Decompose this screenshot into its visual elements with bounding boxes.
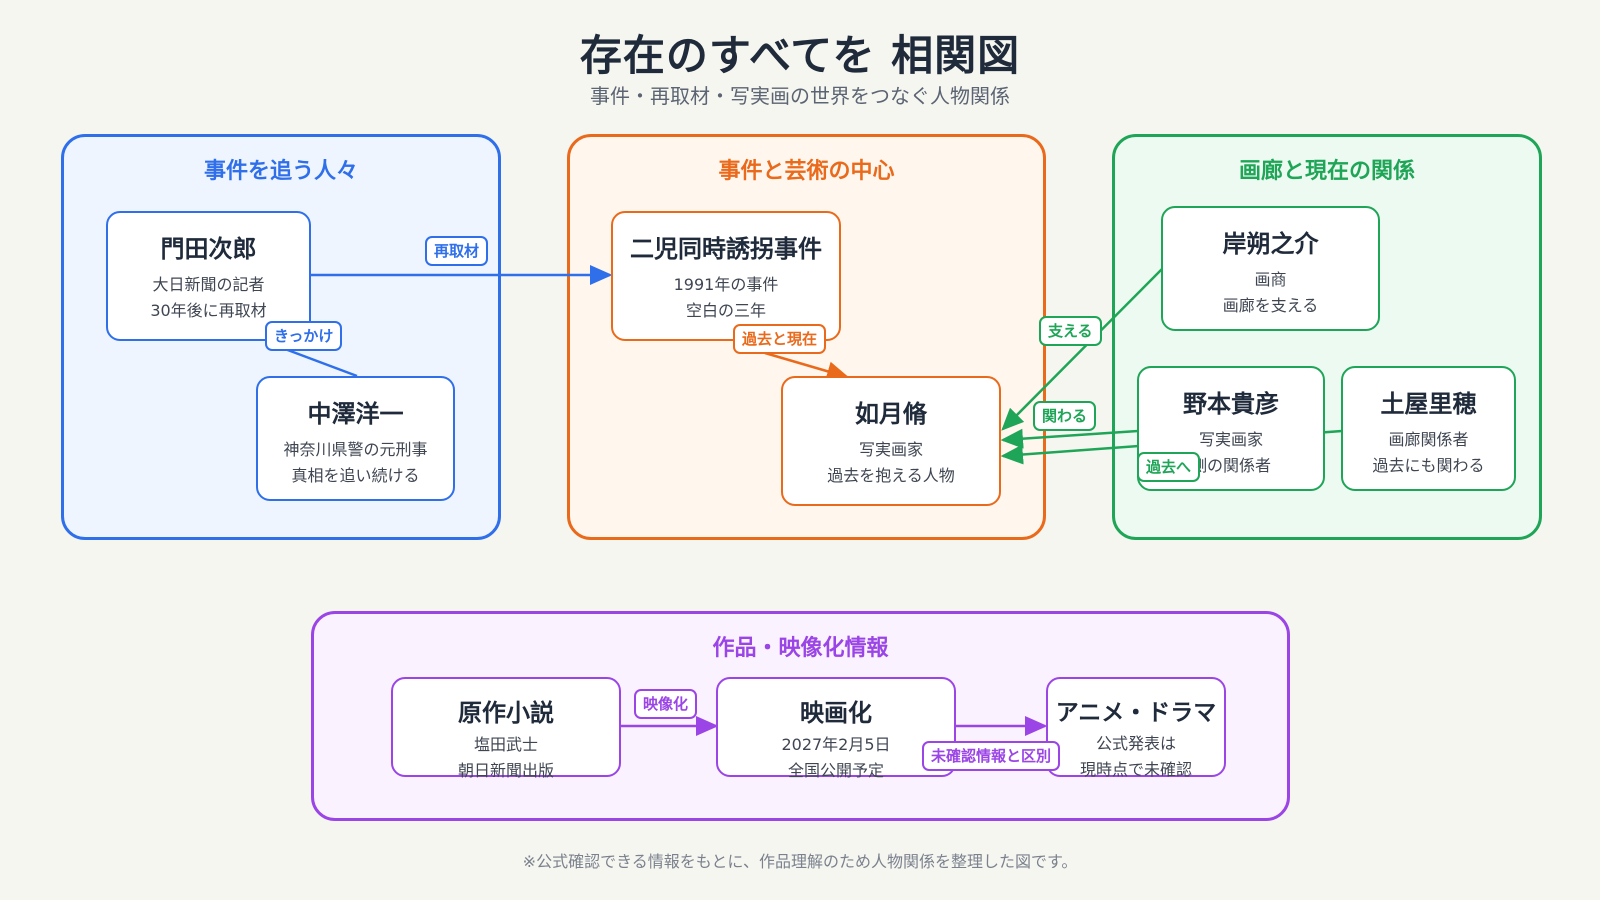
edge-label-reinterview: 再取材 <box>425 236 489 266</box>
page-title: 存在のすべてを 相関図 <box>579 31 1021 80</box>
node-novel: 原作小説 塩田武士 朝日新聞出版 <box>391 677 621 780</box>
node-tsuchiya-desc1: 画廊関係者 <box>1388 430 1469 449</box>
edge-incident-kisaragi <box>764 351 850 381</box>
edge-label-trigger: きっかけ <box>265 321 343 351</box>
group-title-gallery: 画廊と現在の関係 <box>1238 159 1415 184</box>
node-nomoto-desc: 写実画家 側の関係者 <box>1139 427 1323 479</box>
footnote: ※公式確認できる情報をもとに、作品理解のため人物関係を整理した図です。 <box>522 852 1078 871</box>
node-anime-desc1: 公式発表は <box>1095 734 1176 753</box>
node-kadota-desc1: 大日新聞の記者 <box>152 275 265 294</box>
node-nakazawa-desc1: 神奈川県警の元刑事 <box>283 440 428 459</box>
node-tsuchiya-desc2: 過去にも関わる <box>1372 456 1485 475</box>
node-kishi-desc: 画商 画廊を支える <box>1163 267 1378 319</box>
edge-label-past-present: 過去と現在 <box>733 324 827 354</box>
node-nomoto-desc1: 写実画家 <box>1198 430 1263 449</box>
node-incident: 二児同時誘拐事件 1991年の事件 空白の三年 <box>611 211 841 341</box>
node-film-desc2: 全国公開予定 <box>787 761 884 780</box>
group-title-works: 作品・映像化情報 <box>712 636 889 661</box>
node-nakazawa-desc2: 真相を追い続ける <box>291 466 420 485</box>
node-incident-name: 二児同時誘拐事件 <box>630 235 822 263</box>
node-anime-desc2: 現時点で未確認 <box>1079 760 1192 779</box>
node-incident-desc2: 空白の三年 <box>685 301 766 320</box>
edge-label-distinguish: 未確認情報と区別 <box>922 741 1061 771</box>
node-novel-desc2: 朝日新聞出版 <box>457 761 554 780</box>
node-kadota-name: 門田次郎 <box>160 235 257 263</box>
node-kadota-desc: 大日新聞の記者 30年後に再取材 <box>108 272 309 324</box>
node-kishi: 岸朔之介 画商 画廊を支える <box>1161 206 1380 331</box>
node-novel-name: 原作小説 <box>458 699 554 727</box>
group-title-center: 事件と芸術の中心 <box>718 159 895 184</box>
node-anime-name: アニメ・ドラマ <box>1055 700 1217 726</box>
edge-nomoto-kisaragi <box>1000 428 1139 449</box>
node-incident-desc: 1991年の事件 空白の三年 <box>613 272 839 324</box>
node-kishi-desc2: 画廊を支える <box>1222 296 1319 315</box>
node-film-name: 映画化 <box>800 699 872 727</box>
node-nakazawa: 中澤洋一 神奈川県警の元刑事 真相を追い続ける <box>256 376 455 501</box>
node-nomoto-name: 野本貴彦 <box>1183 390 1279 418</box>
node-kisaragi-desc2: 過去を抱える人物 <box>827 466 955 485</box>
node-anime-desc: 公式発表は 現時点で未確認 <box>1048 731 1224 783</box>
group-title-chasers: 事件を追う人々 <box>203 159 358 184</box>
node-novel-desc: 塩田武士 朝日新聞出版 <box>393 732 619 784</box>
node-kisaragi-desc1: 写実画家 <box>858 440 923 459</box>
node-film-desc1: 2027年2月5日 <box>781 735 891 754</box>
page-subtitle: 事件・再取材・写実画の世界をつなぐ人物関係 <box>590 84 1010 108</box>
edge-label-support: 支える <box>1039 316 1102 346</box>
node-kishi-name: 岸朔之介 <box>1222 230 1319 258</box>
edge-label-adaptation: 映像化 <box>634 689 698 719</box>
node-kisaragi-name: 如月脩 <box>855 400 927 428</box>
node-kishi-desc1: 画商 <box>1254 270 1287 289</box>
node-nakazawa-desc: 神奈川県警の元刑事 真相を追い続ける <box>258 437 453 489</box>
edge-label-involved: 関わる <box>1033 401 1097 431</box>
node-tsuchiya: 土屋里穂 画廊関係者 過去にも関わる <box>1341 366 1516 491</box>
node-film: 映画化 2027年2月5日 全国公開予定 <box>716 677 956 780</box>
node-kisaragi-desc: 写実画家 過去を抱える人物 <box>783 437 999 489</box>
node-kadota: 門田次郎 大日新聞の記者 30年後に再取材 <box>106 211 311 341</box>
node-tsuchiya-desc: 画廊関係者 過去にも関わる <box>1343 427 1514 479</box>
node-tsuchiya-name: 土屋里穂 <box>1380 390 1477 418</box>
node-nomoto-desc2: 側の関係者 <box>1190 456 1271 475</box>
node-anime: アニメ・ドラマ 公式発表は 現時点で未確認 <box>1046 677 1226 779</box>
edge-kadota-nakazawa <box>284 347 358 378</box>
edge-label-to-past: 過去へ <box>1137 452 1201 482</box>
node-film-desc: 2027年2月5日 全国公開予定 <box>718 732 954 784</box>
edge-kishi-kisaragi <box>1001 268 1163 431</box>
node-incident-desc1: 1991年の事件 <box>673 275 779 294</box>
node-kadota-desc2: 30年後に再取材 <box>150 301 267 320</box>
node-novel-desc1: 塩田武士 <box>473 735 538 754</box>
node-nakazawa-name: 中澤洋一 <box>307 400 404 428</box>
node-kisaragi: 如月脩 写実画家 過去を抱える人物 <box>781 376 1001 506</box>
